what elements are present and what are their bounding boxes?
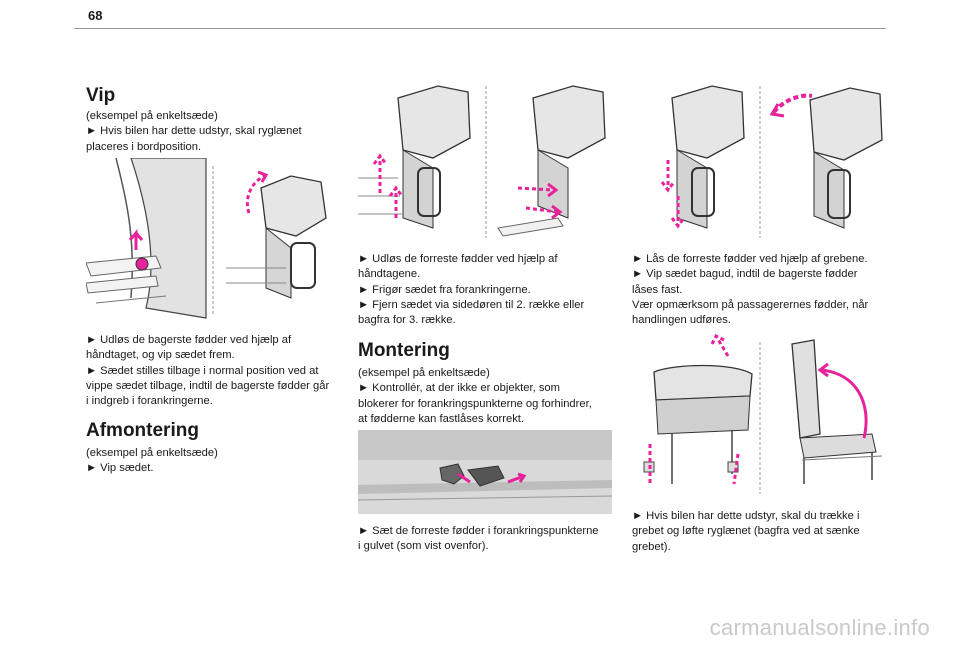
header-rule <box>74 28 886 29</box>
final-steps: ► Hvis bilen har dette udstyr, skal du t… <box>632 510 860 553</box>
heading-montering: Montering <box>358 340 450 361</box>
footer-watermark: carmanualsonline.info <box>709 615 930 640</box>
illustration-tilt-seat <box>86 158 340 320</box>
heading-vip: Vip <box>86 85 116 106</box>
vip-intro: (eksempel på enkeltsæde) ► Hvis bilen ha… <box>86 110 302 153</box>
illustration-lock-front-feet <box>632 78 888 244</box>
illustration-release-front-feet <box>358 78 612 244</box>
montering-steps: ► Sæt de forreste fødder i forankringspu… <box>358 525 599 553</box>
montering-text: (eksempel på enkeltsæde) ► Kontrollér, a… <box>358 367 592 425</box>
release-steps: ► Udløs de forreste fødder ved hjælp af … <box>358 253 585 327</box>
lock-steps: ► Lås de forreste fødder ved hjælp af gr… <box>632 253 869 327</box>
illustration-anchor-points <box>358 430 612 514</box>
heading-afmontering: Afmontering <box>86 420 199 441</box>
illustration-raise-backrest <box>632 334 888 498</box>
afmontering-text: (eksempel på enkeltsæde) ► Vip sædet. <box>86 447 218 475</box>
vip-steps: ► Udløs de bagerste fødder ved hjælp af … <box>86 334 330 408</box>
page-number: 68 <box>88 8 103 23</box>
